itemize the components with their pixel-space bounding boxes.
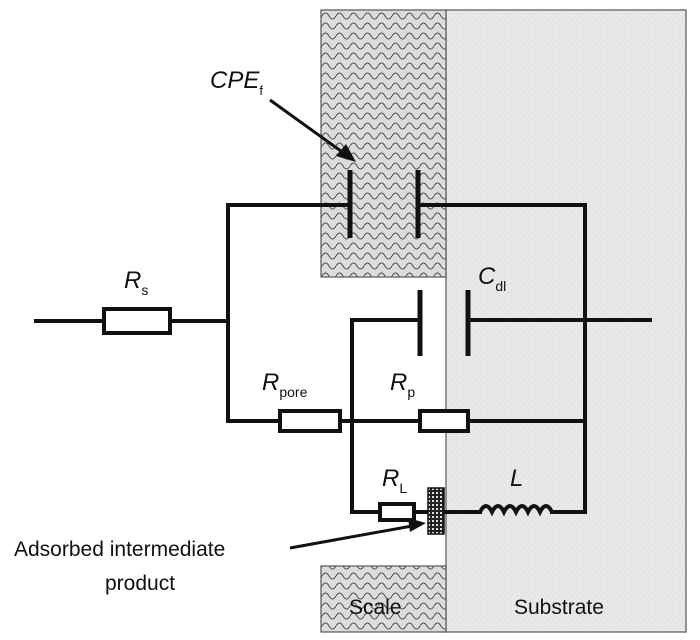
resistor-rp (418, 409, 470, 433)
resistor-rs (102, 307, 172, 335)
resistor-rl (378, 502, 416, 522)
inductor-l (478, 504, 554, 517)
adsorbed-block (427, 487, 445, 535)
label-adsorbed-line1: Adsorbed intermediate (14, 538, 225, 561)
scale-block-bottom (320, 565, 447, 633)
label-rpore: Rpore (262, 369, 308, 400)
label-rp: Rp (390, 369, 415, 400)
adsorbed-arrow (289, 524, 413, 550)
label-scale: Scale (349, 596, 402, 619)
scale-block-top (320, 9, 447, 278)
label-l: L (510, 465, 523, 492)
label-substrate: Substrate (514, 596, 604, 619)
label-cdl: Cdl (478, 263, 506, 294)
label-cpe: CPEf (210, 67, 263, 98)
label-rs: Rs (124, 267, 148, 298)
label-adsorbed-line2: product (105, 572, 175, 595)
wires (34, 203, 652, 514)
cpe-arrow (269, 98, 346, 156)
label-rl: RL (382, 465, 407, 496)
resistor-rpore (278, 409, 342, 433)
